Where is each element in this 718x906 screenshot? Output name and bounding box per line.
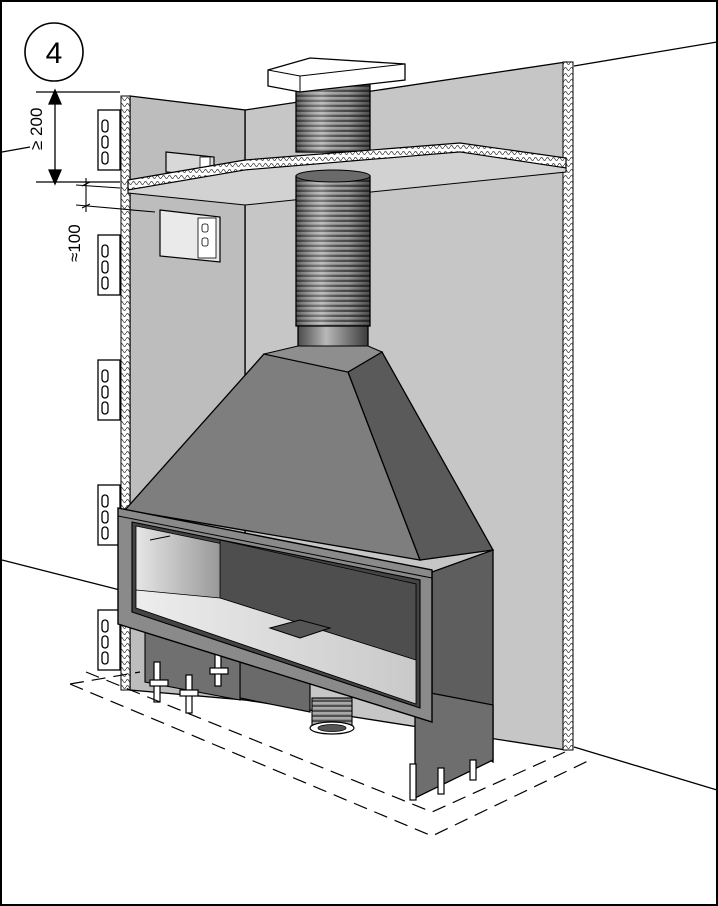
dimension-label-clearance: ≥ 200 [27, 108, 46, 150]
step-number-label: 4 [46, 37, 63, 70]
firebox-front-frame [117, 507, 433, 723]
air-inlet-pipe [309, 697, 355, 735]
hood-top [263, 345, 384, 373]
bracket-1 [97, 109, 121, 171]
chimney-cap [267, 57, 406, 93]
back-wall-insulation [562, 61, 574, 751]
step-number-badge: 4 [24, 22, 84, 82]
ash-opening [268, 619, 332, 639]
bracket-4 [97, 484, 121, 546]
bracket-2 [97, 234, 121, 296]
leveling-legs [149, 649, 477, 801]
room-lines [1, 41, 718, 791]
support-plate [414, 689, 494, 800]
vent-grille-lower [159, 209, 221, 263]
wall-brackets [97, 109, 121, 671]
dimension-clearance [36, 88, 120, 186]
bracket-3 [97, 359, 121, 421]
bracket-5 [97, 609, 121, 671]
dimension-label-vent-offset: ≈100 [65, 224, 84, 262]
dimension-vent-offset [75, 178, 156, 213]
floor-outline [69, 671, 591, 837]
side-wall-insulation [120, 95, 131, 691]
